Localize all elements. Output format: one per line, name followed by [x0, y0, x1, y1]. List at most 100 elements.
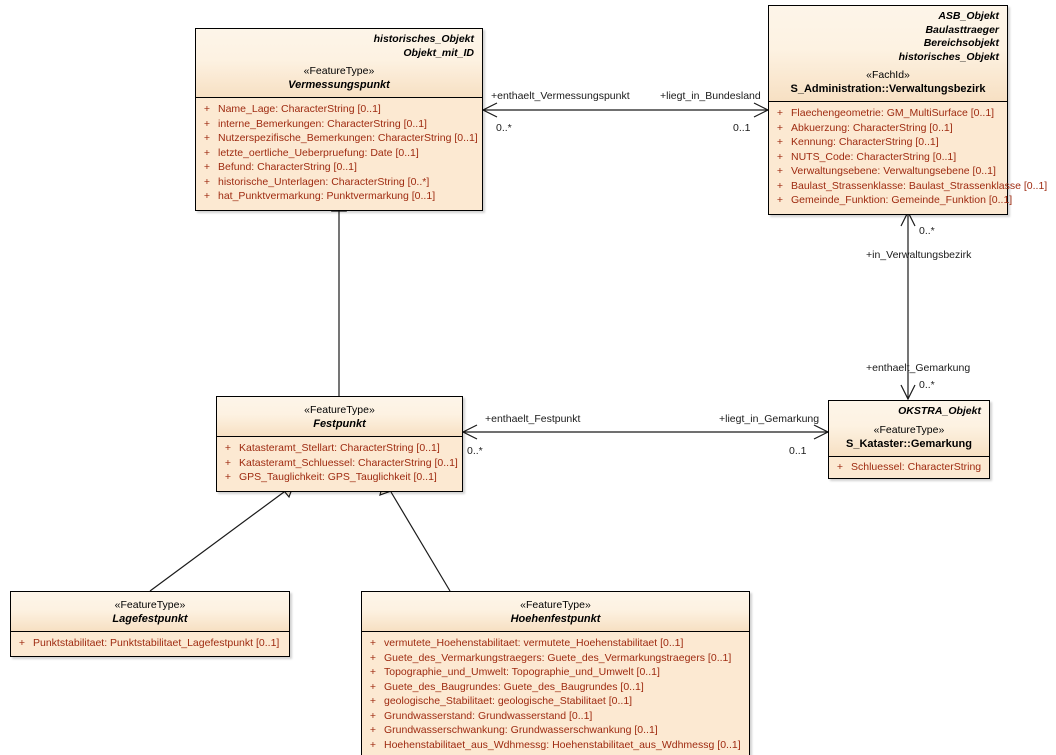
parent-item: historisches_Objekt: [373, 33, 474, 45]
visibility-marker: +: [369, 738, 377, 751]
visibility-marker: +: [369, 651, 377, 664]
visibility-marker: +: [776, 136, 784, 148]
visibility-marker: +: [776, 165, 784, 177]
attribute-row: + Befund: CharacterString [0..1]: [196, 160, 482, 175]
parent-item: OKSTRA_Objekt: [898, 405, 981, 417]
attribute-row: + vermutete_Hoehenstabilitaet: vermutete…: [362, 636, 749, 651]
class-name-festpunkt: Festpunkt: [313, 418, 366, 430]
attribute-row: + Nutzerspezifische_Bemerkungen: Charact…: [196, 131, 482, 146]
attribute-compartment-festpunkt: + Katasteramt_Stellart: CharacterString …: [217, 436, 462, 491]
assoc-mult-liegt-in-gemarkung: 0..1: [789, 445, 807, 457]
stereotype-vermessungspunkt: «FeatureType»: [303, 65, 375, 77]
attribute-text: vermutete_Hoehenstabilitaet: vermutete_H…: [384, 637, 684, 649]
assoc-mult-in-verwaltungsbezirk: 0..*: [919, 225, 935, 237]
assoc-mult-enthaelt-gemarkung: 0..*: [919, 379, 935, 391]
parent-list-verwaltungsbezirk: ASB_Objekt Baulasttraeger Bereichsobjekt…: [777, 10, 999, 64]
visibility-marker: +: [203, 103, 211, 115]
class-header-hoehenfestpunkt: «FeatureType» Hoehenfestpunkt: [362, 592, 749, 631]
stereotype-verwaltungsbezirk: «FachId»: [866, 69, 910, 81]
attribute-text: Abkuerzung: CharacterString [0..1]: [791, 121, 953, 134]
assoc-mult-enthaelt-vermessungspunkt: 0..*: [496, 122, 512, 134]
visibility-marker: +: [18, 637, 26, 649]
attribute-compartment-lagefestpunkt: + Punktstabilitaet: Punktstabilitaet_Lag…: [11, 631, 289, 656]
attribute-text: Punktstabilitaet: Punktstabilitaet_Lagef…: [33, 637, 280, 649]
parent-item: ASB_Objekt: [938, 10, 999, 22]
attribute-row: + hat_Punktvermarkung: Punktvermarkung […: [196, 189, 482, 204]
assoc-label-enthaelt-festpunkt: +enthaelt_Festpunkt: [485, 413, 581, 425]
attribute-text: Hoehenstabilitaet_aus_Wdhmessg: Hoehenst…: [384, 738, 741, 751]
attribute-text: NUTS_Code: CharacterString [0..1]: [791, 150, 957, 163]
attribute-row: + Name_Lage: CharacterString [0..1]: [196, 102, 482, 117]
visibility-marker: +: [836, 460, 844, 473]
class-name-gemarkung: S_Kataster::Gemarkung: [846, 437, 972, 450]
attribute-row: + Baulast_Strassenklasse: Baulast_Strass…: [769, 179, 1047, 194]
attribute-text: interne_Bemerkungen: CharacterString [0.…: [218, 117, 427, 130]
attribute-row: + Kennung: CharacterString [0..1]: [769, 135, 1007, 150]
assoc-label-in-verwaltungsbezirk: +in_Verwaltungsbezirk: [866, 249, 972, 261]
visibility-marker: +: [369, 709, 377, 722]
attribute-text: Schluessel: CharacterString: [851, 460, 982, 473]
visibility-marker: +: [203, 161, 211, 173]
attribute-text: Grundwasserschwankung: Grundwasserschwan…: [384, 724, 658, 736]
visibility-marker: +: [776, 121, 784, 134]
assoc-label-liegt-in-bundesland: +liegt_in_Bundesland: [660, 90, 761, 102]
attribute-row: + Topographie_und_Umwelt: Topographie_un…: [362, 665, 749, 680]
parent-item: Baulasttraeger: [925, 23, 999, 36]
attribute-row: + Punktstabilitaet: Punktstabilitaet_Lag…: [11, 636, 289, 651]
visibility-marker: +: [224, 471, 232, 483]
attribute-text: Guete_des_Baugrundes: Guete_des_Baugrund…: [384, 680, 644, 693]
class-header-festpunkt: «FeatureType» Festpunkt: [217, 397, 462, 436]
stereotype-gemarkung: «FeatureType»: [873, 423, 945, 436]
class-name-hoehenfestpunkt: Hoehenfestpunkt: [510, 613, 601, 625]
attribute-text: Kennung: CharacterString [0..1]: [791, 136, 939, 148]
class-box-festpunkt[interactable]: «FeatureType» Festpunkt + Katasteramt_St…: [216, 396, 463, 492]
attribute-text: Grundwasserstand: Grundwasserstand [0..1…: [384, 709, 593, 722]
visibility-marker: +: [369, 637, 377, 649]
class-box-lagefestpunkt[interactable]: «FeatureType» Lagefestpunkt + Punktstabi…: [10, 591, 290, 657]
attribute-compartment-gemarkung: + Schluessel: CharacterString: [829, 455, 989, 478]
parent-item: historisches_Objekt: [898, 50, 999, 63]
attribute-text: Katasteramt_Stellart: CharacterString [0…: [239, 442, 440, 454]
class-box-verwaltungsbezirk[interactable]: ASB_Objekt Baulasttraeger Bereichsobjekt…: [768, 5, 1047, 215]
class-name-lagefestpunkt: Lagefestpunkt: [112, 613, 188, 625]
assoc-label-enthaelt-gemarkung: +enthaelt_Gemarkung: [866, 362, 971, 374]
attribute-row: + interne_Bemerkungen: CharacterString […: [196, 117, 482, 132]
attribute-row: + NUTS_Code: CharacterString [0..1]: [769, 150, 1007, 165]
attribute-text: geologische_Stabilitaet: geologische_Sta…: [384, 695, 633, 707]
attribute-compartment-hoehenfestpunkt: + vermutete_Hoehenstabilitaet: vermutete…: [362, 631, 749, 755]
class-name-vermessungspunkt: Vermessungspunkt: [288, 79, 390, 91]
attribute-row: + Grundwasserstand: Grundwasserstand [0.…: [362, 709, 749, 724]
attribute-row: + Verwaltungsebene: Verwaltungsebene [0.…: [769, 164, 1007, 179]
assoc-mult-liegt-in-bundesland: 0..1: [733, 122, 751, 134]
attribute-row: + Guete_des_Vermarkungstraegers: Guete_d…: [362, 651, 749, 666]
visibility-marker: +: [776, 107, 784, 119]
attribute-row: + GPS_Tauglichkeit: GPS_Tauglichkeit [0.…: [217, 470, 462, 485]
attribute-text: historische_Unterlagen: CharacterString …: [218, 175, 430, 188]
attribute-row: + historische_Unterlagen: CharacterStrin…: [196, 175, 482, 190]
class-box-gemarkung[interactable]: OKSTRA_Objekt «FeatureType» S_Kataster::…: [828, 400, 990, 479]
visibility-marker: +: [203, 190, 211, 202]
visibility-marker: +: [776, 150, 784, 163]
visibility-marker: +: [224, 442, 232, 454]
attribute-compartment-vermessungspunkt: + Name_Lage: CharacterString [0..1] + in…: [196, 97, 482, 210]
class-name-verwaltungsbezirk: S_Administration::Verwaltungsbezirk: [790, 83, 986, 95]
attribute-text: Topographie_und_Umwelt: Topographie_und_…: [384, 666, 660, 678]
attribute-text: Flaechengeometrie: GM_MultiSurface [0..1…: [791, 107, 995, 119]
stereotype-festpunkt: «FeatureType»: [304, 404, 375, 416]
visibility-marker: +: [203, 175, 211, 188]
attribute-row: + letzte_oertliche_Ueberpruefung: Date […: [196, 146, 482, 161]
class-box-vermessungspunkt[interactable]: historisches_Objekt Objekt_mit_ID «Featu…: [195, 28, 483, 211]
attribute-text: hat_Punktvermarkung: Punktvermarkung [0.…: [218, 190, 436, 202]
class-box-hoehenfestpunkt[interactable]: «FeatureType» Hoehenfestpunkt + vermutet…: [361, 591, 750, 755]
attribute-row: + Gemeinde_Funktion: Gemeinde_Funktion […: [769, 193, 1012, 208]
attribute-text: Guete_des_Vermarkungstraegers: Guete_des…: [384, 651, 732, 664]
visibility-marker: +: [776, 179, 784, 192]
attribute-text: Gemeinde_Funktion: Gemeinde_Funktion [0.…: [791, 194, 1013, 206]
attribute-text: Befund: CharacterString [0..1]: [218, 161, 357, 173]
class-header-vermessungspunkt: historisches_Objekt Objekt_mit_ID «Featu…: [196, 29, 482, 97]
class-header-lagefestpunkt: «FeatureType» Lagefestpunkt: [11, 592, 289, 631]
attribute-compartment-verwaltungsbezirk: + Flaechengeometrie: GM_MultiSurface [0.…: [769, 101, 1047, 214]
attribute-row: + Grundwasserschwankung: Grundwasserschw…: [362, 723, 749, 738]
class-header-verwaltungsbezirk: ASB_Objekt Baulasttraeger Bereichsobjekt…: [769, 6, 1007, 101]
stereotype-lagefestpunkt: «FeatureType»: [114, 599, 186, 611]
